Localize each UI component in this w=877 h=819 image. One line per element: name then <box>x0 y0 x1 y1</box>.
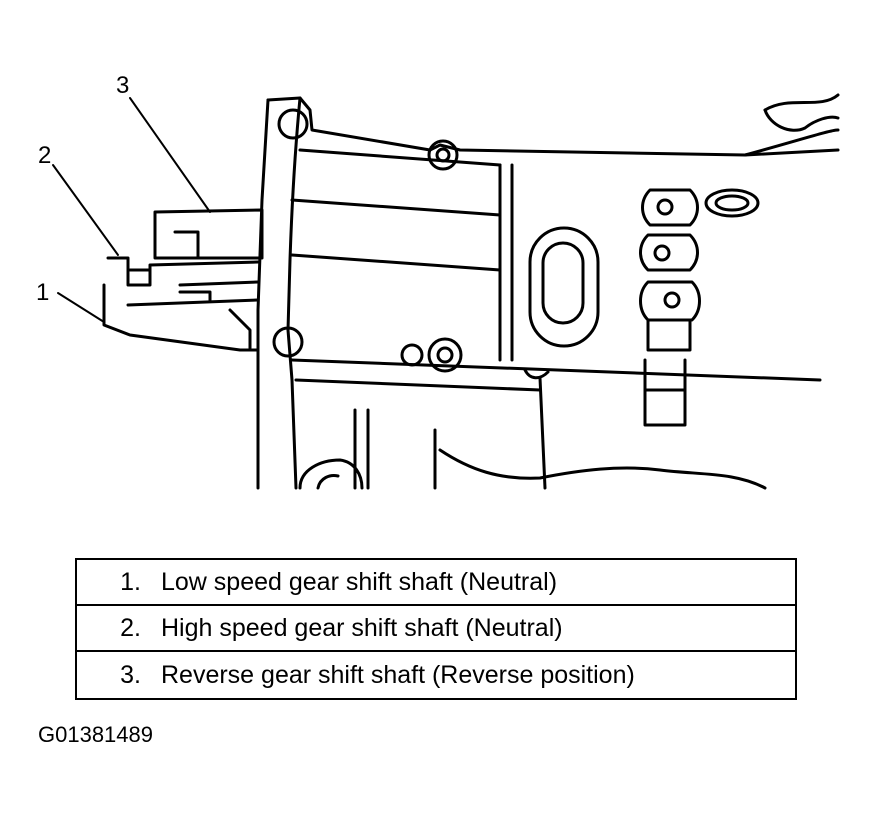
legend-text: Low speed gear shift shaft (Neutral) <box>161 567 558 596</box>
leader-lines <box>52 97 211 323</box>
legend-row: 3. Reverse gear shift shaft (Reverse pos… <box>77 652 795 698</box>
callout-1: 1 <box>36 279 50 306</box>
oval-opening <box>528 226 600 348</box>
legend-number: 2. <box>120 613 141 642</box>
shift-shafts <box>102 208 264 352</box>
transmission-case-illustration <box>52 93 840 490</box>
callout-3: 3 <box>116 72 130 99</box>
case-outline <box>256 93 840 490</box>
legend-row: 1. Low speed gear shift shaft (Neutral) <box>77 560 795 606</box>
interlock-chain <box>639 188 701 427</box>
legend-text: High speed gear shift shaft (Neutral) <box>161 613 563 642</box>
legend-table: 1. Low speed gear shift shaft (Neutral) … <box>75 558 797 700</box>
bolt-bosses <box>272 108 760 373</box>
legend-number: 1. <box>120 567 141 596</box>
callout-2: 2 <box>38 142 52 169</box>
case-lower-detail <box>298 368 767 490</box>
legend-number: 3. <box>120 660 141 689</box>
figure-id: G01381489 <box>38 722 153 747</box>
legend-text: Reverse gear shift shaft (Reverse positi… <box>161 660 635 689</box>
legend-row: 2. High speed gear shift shaft (Neutral) <box>77 606 795 652</box>
